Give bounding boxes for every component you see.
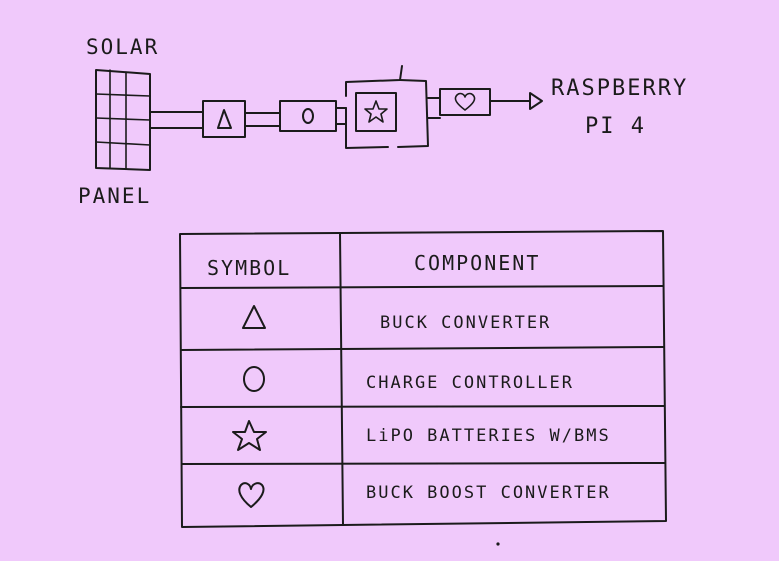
wire-battery-to-boost (427, 97, 441, 119)
triangle-icon (217, 109, 232, 129)
circle-icon (302, 108, 314, 124)
charge-controller-block (279, 100, 337, 132)
wire-panel-to-buck (149, 111, 204, 129)
symbol-header: SYMBOL (207, 256, 291, 280)
legend-table (179, 230, 667, 528)
component-header: COMPONENT (414, 251, 540, 275)
legend-row-label: BUCK BOOST CONVERTER (366, 483, 611, 503)
legend-heart-icon (238, 482, 265, 508)
pi4-label: PI 4 (585, 114, 646, 139)
legend-row-label: LiPO BATTERIES W/BMS (366, 426, 611, 446)
arrow-to-pi (489, 92, 543, 110)
legend-row-label: CHARGE CONTROLLER (366, 373, 574, 393)
star-icon (364, 100, 388, 123)
buck-boost-block (439, 88, 491, 116)
legend-row-label: BUCK CONVERTER (380, 313, 551, 333)
legend-star-icon (232, 420, 267, 451)
panel-label: PANEL (78, 184, 151, 208)
solar-label: SOLAR (86, 35, 159, 59)
legend-triangle-icon (242, 305, 266, 329)
heart-icon (454, 92, 476, 111)
wire-buck-to-controller (244, 112, 281, 127)
legend-circle-icon (243, 366, 265, 392)
buck-converter-block (202, 100, 246, 138)
raspberry-label: RASPBERRY (551, 76, 688, 101)
solar-panel (95, 69, 151, 171)
pencil-dot (496, 542, 500, 546)
wire-controller-to-battery (335, 107, 347, 125)
battery-block (345, 65, 429, 149)
